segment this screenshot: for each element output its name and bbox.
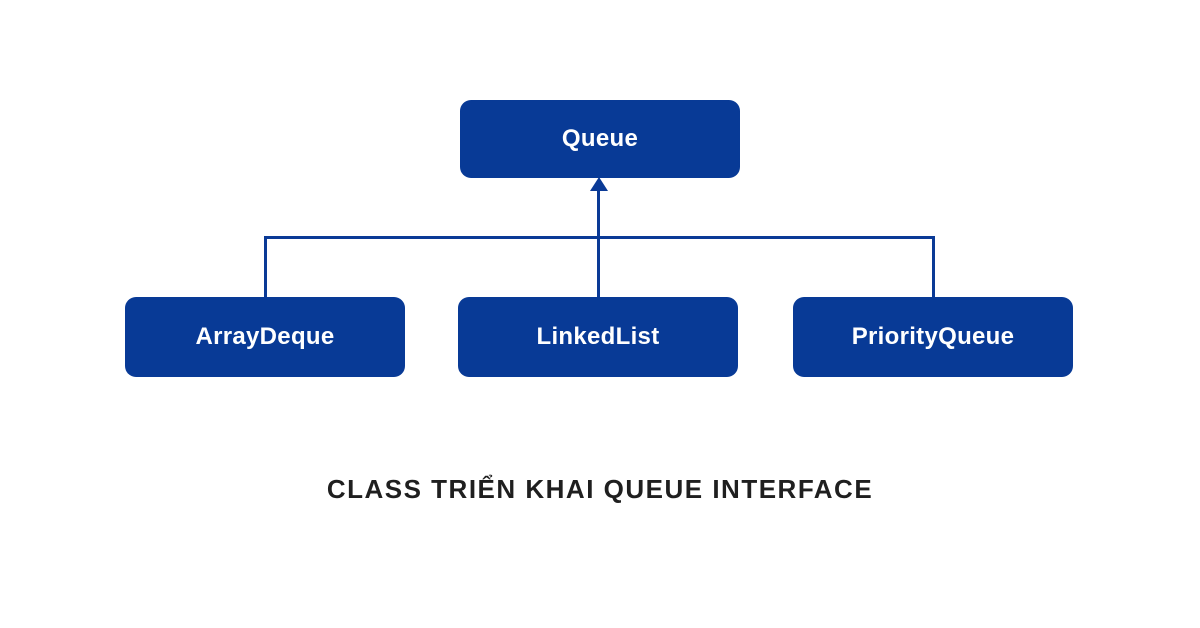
node-queue-label: Queue: [561, 125, 639, 152]
node-queue: Queue: [460, 100, 740, 178]
arrow-shaft-line: [597, 190, 600, 238]
arrow-up-icon: [590, 177, 608, 191]
node-arraydeque-label: ArrayDeque: [195, 323, 335, 350]
connector-stub-priorityqueue: [932, 236, 935, 298]
node-linkedlist-label: LinkedList: [536, 323, 660, 350]
node-priorityqueue-label: PriorityQueue: [851, 323, 1015, 350]
connector-stub-linkedlist: [597, 236, 600, 298]
connector-stub-arraydeque: [264, 236, 267, 298]
node-linkedlist: LinkedList: [458, 297, 738, 377]
node-arraydeque: ArrayDeque: [125, 297, 405, 377]
node-priorityqueue: PriorityQueue: [793, 297, 1073, 377]
diagram-caption: CLASS TRIỂN KHAI QUEUE INTERFACE: [326, 474, 874, 504]
